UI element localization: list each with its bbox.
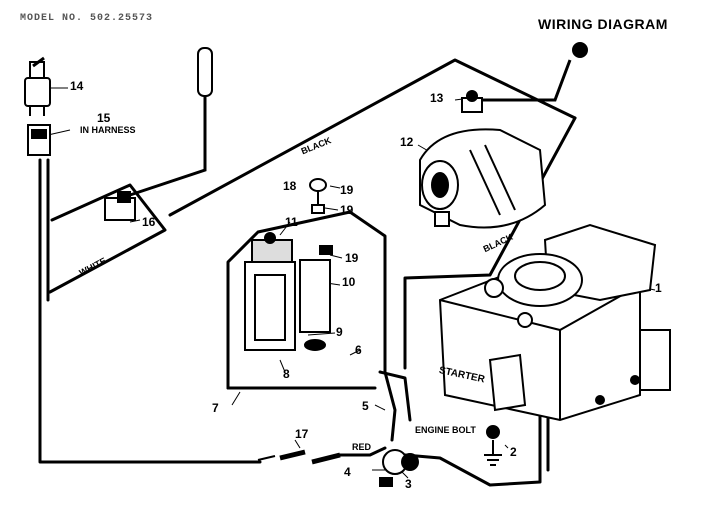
callout-5: 5: [362, 399, 369, 413]
red-wire: [338, 446, 387, 457]
ground-symbol: [484, 425, 502, 466]
callout-3: 3: [405, 477, 412, 491]
callout-2: 2: [510, 445, 517, 459]
model-number: MODEL NO. 502.25573: [20, 13, 154, 24]
wire-label-red: RED: [352, 442, 372, 452]
key-switch: [24, 56, 51, 116]
module-wire: [226, 210, 387, 390]
callout-19c: 19: [345, 251, 359, 265]
callout-10: 10: [342, 275, 356, 289]
callout-18: 18: [283, 179, 297, 193]
diode: [309, 178, 327, 214]
wire-label-in-harness: IN HARNESS: [80, 125, 136, 135]
ground-screw: [304, 339, 326, 351]
callout-12: 12: [400, 135, 414, 149]
callout-7: 7: [212, 401, 219, 415]
brake-lever: [129, 47, 213, 197]
seat-switch: [461, 42, 588, 113]
fuse: [257, 449, 341, 465]
callout-4: 4: [344, 465, 351, 479]
callout-11: 11: [285, 215, 298, 229]
wire-label-engine-bolt: ENGINE BOLT: [415, 425, 476, 435]
callout-19a: 19: [340, 183, 354, 197]
callout-8: 8: [283, 367, 290, 381]
callout-15: 15: [97, 111, 111, 125]
harness-wire-left: [38, 158, 262, 464]
harness-connector: [27, 124, 51, 156]
pto-clutch: [419, 128, 547, 229]
white-wire: [48, 183, 167, 294]
wire-5-to-solenoid: [383, 370, 397, 442]
callout-6: 6: [355, 343, 362, 357]
callout-17: 17: [295, 427, 309, 441]
wire-6: [378, 370, 412, 422]
callout-13: 13: [430, 91, 444, 105]
callout-1: 1: [655, 281, 662, 295]
callout-19b: 19: [340, 203, 354, 217]
callout-14: 14: [70, 79, 84, 93]
callout-16: 16: [142, 215, 156, 229]
interlock-switch: [104, 191, 136, 221]
solenoid: [379, 449, 419, 487]
engine: [438, 223, 671, 422]
solenoid-to-starter: [403, 383, 542, 487]
callout-9: 9: [336, 325, 343, 339]
diagram-title: WIRING DIAGRAM: [538, 16, 668, 32]
ignition-modules: [244, 232, 333, 351]
